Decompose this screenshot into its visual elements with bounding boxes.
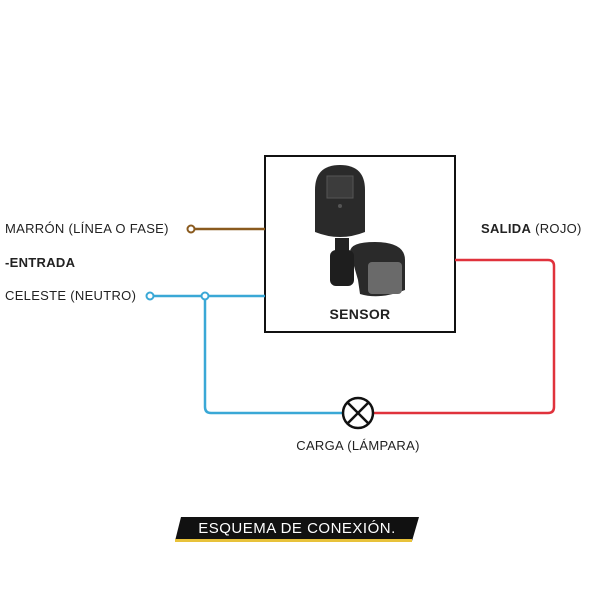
sensor-label: SENSOR	[329, 306, 391, 322]
blue-terminal	[145, 291, 155, 301]
sensor-image	[315, 165, 405, 297]
lamp-icon	[341, 396, 375, 430]
entrada-label: -ENTRADA	[5, 255, 76, 270]
blue-junction	[200, 291, 210, 301]
red-wire	[373, 258, 556, 415]
blue-wire-label: CELESTE (NEUTRO)	[5, 288, 137, 303]
banner-title: ESQUEMA DE CONEXIÓN.	[198, 520, 396, 537]
load-label: CARGA (LÁMPARA)	[296, 438, 420, 453]
salida-color: (ROJO)	[531, 221, 582, 236]
brown-terminal	[186, 224, 196, 234]
salida-bold: SALIDA	[481, 221, 532, 236]
brown-wire-label: MARRÓN (LÍNEA O FASE)	[5, 221, 169, 236]
banner-background	[175, 517, 419, 542]
blue-wire-to-load	[203, 296, 343, 415]
salida-label: SALIDA (ROJO)	[481, 221, 582, 236]
